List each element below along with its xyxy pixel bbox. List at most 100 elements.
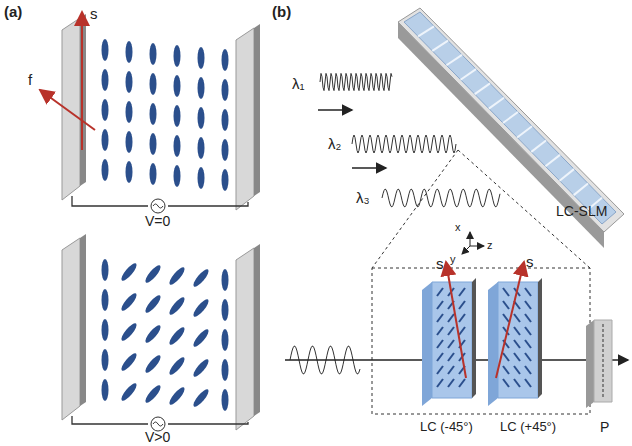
pixel-divider <box>461 69 476 80</box>
lc-dash <box>448 366 454 374</box>
pixel-divider <box>489 98 504 109</box>
axis-label: y <box>450 254 456 265</box>
component-label: LC (+45°) <box>500 420 556 433</box>
lc-cell-off <box>40 12 260 213</box>
molecule <box>102 69 109 91</box>
pixel-divider <box>560 169 574 181</box>
lc-dash <box>437 379 443 387</box>
lc-dash <box>459 288 465 296</box>
molecule <box>119 351 139 372</box>
wavelength-label: λ₃ <box>356 190 370 205</box>
lc-dash <box>448 327 454 335</box>
lc-dash <box>525 366 531 374</box>
molecule <box>167 385 187 406</box>
lc-dash <box>514 366 520 374</box>
axis-label: s <box>436 256 444 271</box>
pixel-divider <box>517 126 532 137</box>
molecule <box>191 327 211 348</box>
lc-dash <box>437 301 443 309</box>
molecule <box>143 353 163 374</box>
molecule <box>222 169 229 191</box>
wavelength-label: λ₂ <box>328 136 341 151</box>
molecule <box>222 389 229 411</box>
molecule <box>222 359 229 381</box>
molecule <box>198 77 205 99</box>
molecule <box>119 261 139 282</box>
light-wave <box>352 135 456 153</box>
molecule <box>102 39 109 61</box>
molecule <box>102 319 109 341</box>
molecule <box>102 379 109 401</box>
lc-dash <box>503 288 509 296</box>
pixel-divider <box>574 183 588 195</box>
lc-dash <box>525 301 531 309</box>
molecule <box>222 329 229 351</box>
molecule <box>150 103 157 125</box>
molecule <box>143 263 163 284</box>
molecule <box>174 45 181 67</box>
molecule <box>222 79 229 101</box>
polarizer <box>586 320 612 408</box>
lc-dash <box>459 379 465 387</box>
molecule <box>198 137 205 159</box>
device-label: LC-SLM <box>556 204 607 218</box>
molecule <box>143 383 163 404</box>
molecule <box>119 291 139 312</box>
lc-dash <box>525 379 531 387</box>
molecule <box>143 293 163 314</box>
lc-dash <box>514 340 520 348</box>
lc-dash <box>525 353 531 361</box>
molecule <box>143 323 163 344</box>
lc-dash <box>448 314 454 322</box>
molecule <box>150 43 157 65</box>
molecule <box>174 105 181 127</box>
molecule <box>102 129 109 151</box>
lc-dash <box>503 353 509 361</box>
axis-label: x <box>455 222 461 233</box>
lc-cell-on <box>62 234 260 431</box>
molecule <box>126 41 133 63</box>
molecule <box>150 133 157 155</box>
molecule <box>174 75 181 97</box>
lc-dash <box>525 340 531 348</box>
lc-dash <box>503 379 509 387</box>
lc-dash <box>437 353 443 361</box>
lc-dash <box>437 340 443 348</box>
panel-label: (a) <box>4 4 22 19</box>
pixel-divider <box>475 83 490 94</box>
lc-dash <box>437 314 443 322</box>
lc-dash <box>503 366 509 374</box>
molecule <box>191 357 211 378</box>
lc-molecules <box>102 39 229 191</box>
lc-dash <box>514 314 520 322</box>
molecule <box>198 167 205 189</box>
molecule <box>198 47 205 69</box>
pixel-divider <box>446 55 462 65</box>
pixel-divider <box>418 26 434 36</box>
lc-dash <box>514 327 520 335</box>
pixel-divider <box>545 155 560 166</box>
pixel-divider <box>503 112 518 123</box>
molecule <box>174 135 181 157</box>
lc-dash <box>448 353 454 361</box>
molecule <box>119 381 139 402</box>
lc-dash <box>459 301 465 309</box>
molecule <box>102 159 109 181</box>
lc-dash <box>525 314 531 322</box>
molecule <box>119 321 139 342</box>
voltage-label: V=0 <box>145 214 170 228</box>
component-label: P <box>600 420 609 434</box>
lc-dash <box>437 366 443 374</box>
molecule <box>126 71 133 93</box>
light-wave <box>320 73 392 90</box>
wavelength-label: λ₁ <box>292 76 305 91</box>
molecule <box>222 109 229 131</box>
lc-dash <box>525 288 531 296</box>
lc-dash <box>437 327 443 335</box>
lc-dash <box>525 327 531 335</box>
molecule <box>102 289 109 311</box>
axis-label: f <box>28 72 32 87</box>
molecule <box>167 265 187 286</box>
molecule <box>126 161 133 183</box>
